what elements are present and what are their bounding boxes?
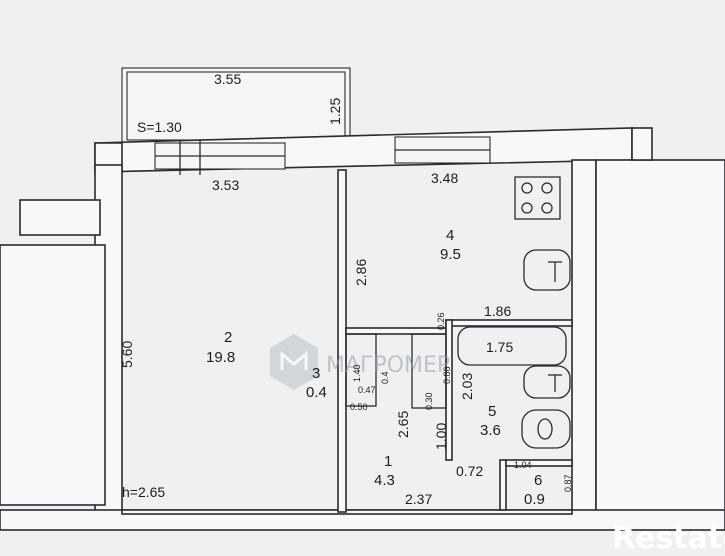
closet-dim-a: 1.40	[352, 364, 362, 382]
hall-dim-b: 0.72	[456, 463, 483, 479]
room4-width: 3.48	[431, 170, 458, 186]
watermark-logo	[270, 334, 318, 390]
room1-length: 2.65	[395, 411, 411, 438]
room5-number: 5	[488, 403, 496, 420]
room4-area: 9.5	[440, 246, 461, 263]
room6-area: 0.9	[524, 491, 545, 508]
room2-length: 5.60	[119, 341, 135, 368]
closet-dim-d: 0.30	[424, 392, 434, 410]
room6-number: 6	[534, 472, 542, 489]
balcony-area: S=1.30	[137, 119, 182, 135]
room6-width: 1.04	[514, 460, 532, 470]
room1-number: 1	[384, 453, 392, 470]
brand-logo: Restate	[612, 521, 725, 556]
closet-dim-f: 0.86	[442, 366, 452, 384]
ceiling-height: h=2.65	[122, 484, 165, 500]
room2-width: 3.53	[212, 177, 239, 193]
room4-number: 4	[446, 227, 454, 244]
closet-dim-g: 0.4	[380, 371, 390, 384]
balcony-width: 3.55	[214, 71, 241, 87]
bathtub-icon	[457, 326, 567, 366]
room1-area: 4.3	[374, 472, 395, 489]
room5-length: 2.03	[459, 373, 475, 400]
closet-dim-b: 0.47	[358, 385, 376, 395]
closet-dim-e: 0.26	[436, 312, 446, 330]
toilet-icon	[521, 409, 571, 449]
room3-number: 3	[312, 365, 320, 382]
room1-width: 2.37	[405, 491, 432, 507]
washbasin-icon	[523, 365, 571, 399]
room2-area: 19.8	[206, 349, 235, 366]
hall-dim-a: 1.00	[433, 423, 449, 450]
bath-length: 1.75	[486, 339, 513, 355]
kitchen-sink-icon	[523, 249, 571, 291]
windows	[154, 136, 491, 175]
partitions	[337, 169, 573, 513]
closet-dim-c: 0.50	[350, 402, 368, 412]
room2-number: 2	[224, 329, 232, 346]
balcony	[121, 67, 351, 144]
room5-width: 1.86	[484, 303, 511, 319]
room4-length: 2.86	[353, 259, 369, 286]
balcony-depth: 1.25	[327, 98, 343, 125]
stove-icon	[514, 176, 561, 220]
room3-area: 0.4	[306, 384, 327, 401]
watermark-text: МАГРОМЕР	[326, 353, 450, 378]
room5-area: 3.6	[480, 422, 501, 439]
outer-walls	[0, 127, 725, 531]
room6-length: 0.87	[563, 474, 573, 492]
